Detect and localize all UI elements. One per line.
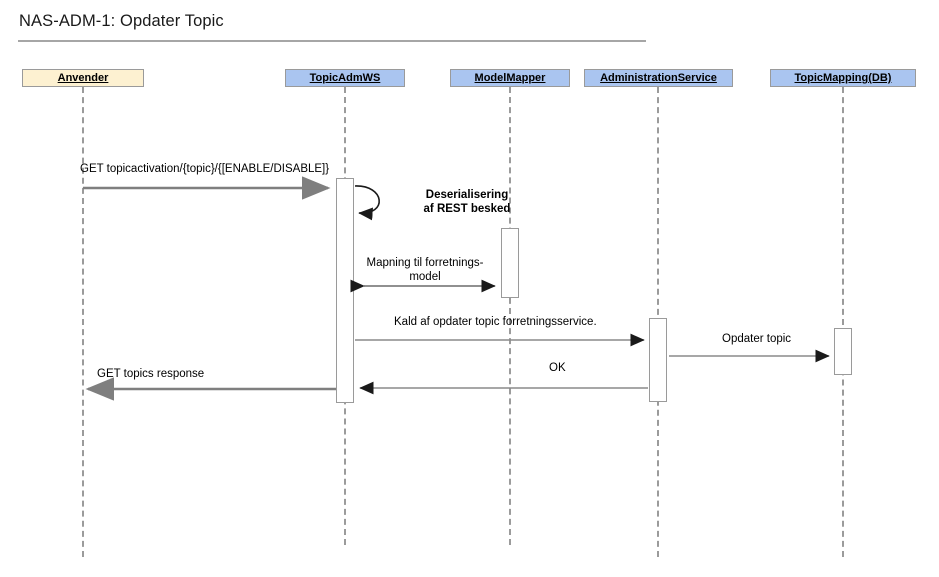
lifeline-line-modelmapper	[509, 87, 511, 545]
message-label-opdater-topic: Opdater topic	[722, 333, 792, 345]
message-label-ok: OK	[549, 362, 566, 374]
activation-bar-topicadmws	[336, 178, 354, 403]
message-label-deserialisering-line2: af REST besked	[423, 203, 511, 215]
message-label-mapning-line1: Mapning til forretnings-	[366, 257, 484, 269]
lifeline-header-topicmappingdb[interactable]: TopicMapping(DB)	[770, 69, 916, 87]
lifeline-label-administrationservice: AdministrationService	[600, 72, 717, 84]
lifeline-label-topicadmws: TopicAdmWS	[309, 72, 381, 84]
activation-bar-administrationservice	[649, 318, 667, 402]
lifeline-label-anvender: Anvender	[57, 72, 109, 84]
activation-bar-topicmappingdb	[834, 328, 852, 375]
message-label-get-topics-response: GET topics response	[97, 368, 205, 380]
message-label-mapning: Mapning til forretnings- model	[355, 256, 495, 284]
message-label-deserialisering-line1: Deserialisering	[425, 189, 509, 201]
message-label-kald-af-opdater: Kald af opdater topic forretningsservice…	[394, 316, 597, 328]
lifeline-header-modelmapper[interactable]: ModelMapper	[450, 69, 570, 87]
activation-bar-modelmapper	[501, 228, 519, 298]
page-title: NAS-ADM-1: Opdater Topic	[19, 12, 224, 30]
lifeline-line-topicmappingdb	[842, 87, 844, 557]
lifeline-label-modelmapper: ModelMapper	[474, 72, 546, 84]
title-divider	[18, 40, 646, 42]
lifeline-line-anvender	[82, 87, 84, 557]
lifeline-header-anvender[interactable]: Anvender	[22, 69, 144, 87]
message-label-get-topicactivation: GET topicactivation/{topic}/{[ENABLE/DIS…	[80, 163, 330, 175]
arrow-deserialisering-self	[354, 185, 380, 221]
lifeline-label-topicmappingdb: TopicMapping(DB)	[794, 72, 892, 84]
message-label-mapning-line2: model	[409, 271, 441, 283]
lifeline-header-administrationservice[interactable]: AdministrationService	[584, 69, 733, 87]
message-label-deserialisering: Deserialisering af REST besked	[402, 188, 532, 216]
lifeline-header-topicadmws[interactable]: TopicAdmWS	[285, 69, 405, 87]
